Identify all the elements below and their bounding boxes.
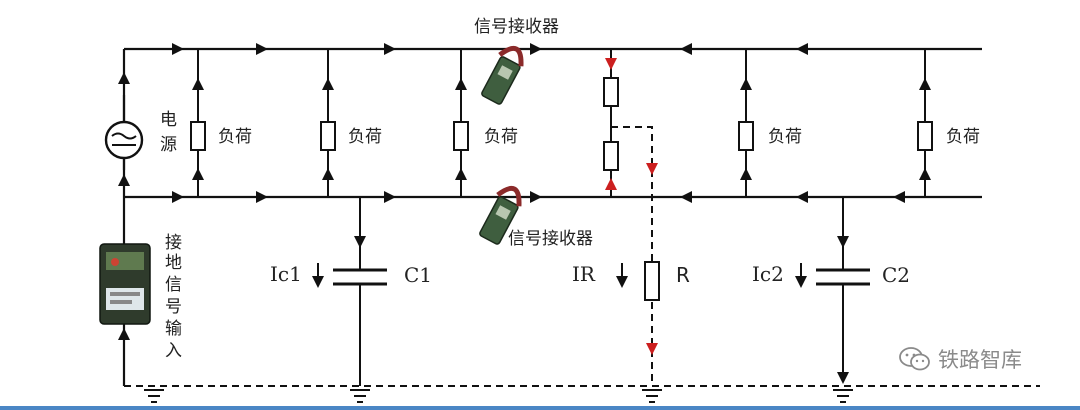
signal-receiver-bottom-icon <box>479 185 522 245</box>
load-label-2: 负荷 <box>348 127 382 147</box>
wechat-logo-icon <box>899 347 930 371</box>
svg-text:输: 输 <box>165 319 182 339</box>
load-label-3: 负荷 <box>484 127 518 147</box>
ir-label-group: IR <box>572 262 628 288</box>
receiver-top-label: 信号接收器 <box>474 17 559 37</box>
signal-generator-icon <box>99 243 151 325</box>
capacitor-c2 <box>816 197 870 384</box>
ic2-label: Ic2 <box>752 262 784 286</box>
watermark-text: 铁路智库 <box>938 348 1022 372</box>
load-branch-2 <box>320 49 336 197</box>
power-source-label-2: 源 <box>160 135 177 155</box>
ground-symbols <box>144 389 853 403</box>
load-branch-3 <box>453 49 469 197</box>
load-branch-4 <box>738 49 754 197</box>
load-branch-5 <box>917 49 933 197</box>
svg-text:信: 信 <box>165 275 182 295</box>
svg-text:地: 地 <box>165 253 182 273</box>
c1-label: C1 <box>404 263 432 287</box>
ic1-label: Ic1 <box>270 262 302 286</box>
watermark: 铁路智库 <box>898 344 1022 374</box>
power-source-icon <box>104 95 144 170</box>
ic1-label-group: Ic1 <box>270 262 324 288</box>
load-branch-1 <box>190 49 206 197</box>
r-label: R <box>676 263 690 287</box>
load-label-5: 负荷 <box>946 127 980 147</box>
capacitor-c1 <box>333 197 387 386</box>
svg-text:接: 接 <box>165 233 182 253</box>
ir-label: IR <box>572 262 596 286</box>
receiver-bottom-label: 信号接收器 <box>508 229 593 249</box>
load-label-1: 负荷 <box>218 127 252 147</box>
c2-label: C2 <box>882 263 910 287</box>
fault-branch <box>603 49 660 386</box>
power-source-label-1: 电 <box>160 110 177 130</box>
load-label-4: 负荷 <box>768 127 802 147</box>
svg-text:入: 入 <box>165 341 182 361</box>
fault-arrow-down-icon <box>605 58 617 70</box>
fault-arrow-up-icon <box>605 178 617 190</box>
svg-text:号: 号 <box>165 297 182 317</box>
ic2-label-group: Ic2 <box>752 262 807 288</box>
frame-bottom-strip <box>0 406 1080 410</box>
bus-current-arrows <box>118 43 905 340</box>
ground-signal-input-label: 接 地 信 号 输 入 <box>165 233 182 361</box>
signal-receiver-top-icon <box>481 45 524 105</box>
